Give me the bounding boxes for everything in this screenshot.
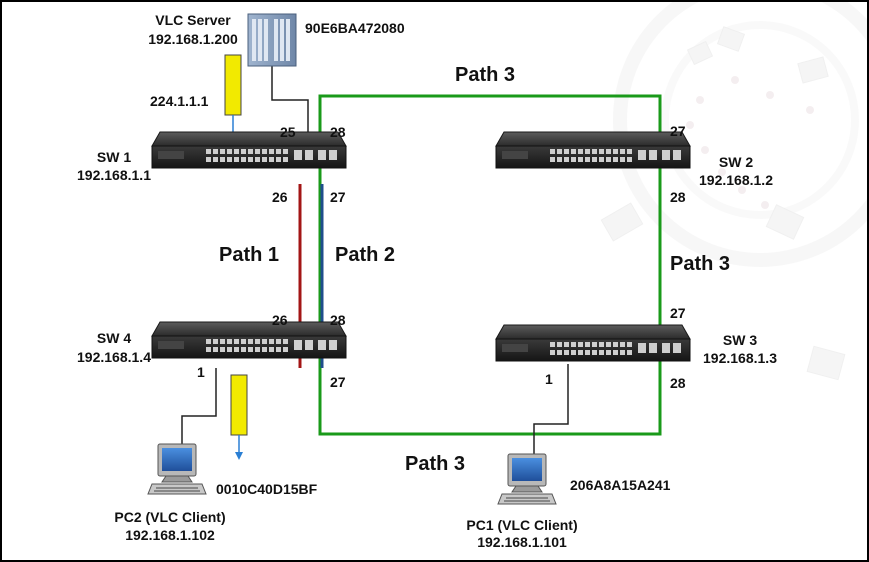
sw4-port-1: 1	[197, 364, 205, 380]
server-uplink	[271, 66, 309, 160]
sw2-port-28: 28	[670, 189, 686, 205]
path1-label: Path 1	[219, 244, 279, 266]
sw1-port-26: 26	[272, 189, 288, 205]
path3-bottom-label: Path 3	[405, 453, 465, 475]
pc2-computer-icon	[147, 443, 207, 495]
sw1-port-25: 25	[280, 124, 296, 140]
sw4-ip: 192.168.1.4	[77, 349, 151, 365]
multicast-stream-out	[230, 374, 248, 460]
sw3-port-27: 27	[670, 305, 686, 321]
switch-sw3-icon	[495, 324, 691, 362]
sw1-port-27: 27	[330, 189, 346, 205]
pc2-ip: 192.168.1.102	[125, 527, 215, 543]
sw1-port-28: 28	[330, 124, 346, 140]
sw4-port-27: 27	[330, 374, 346, 390]
multicast-stream-in	[224, 54, 242, 142]
pc2-mac: 0010C40D15BF	[216, 481, 318, 497]
vlc-server-icon	[247, 13, 297, 67]
switch-sw1-icon	[151, 131, 347, 169]
pc1-ip: 192.168.1.101	[477, 534, 567, 550]
sw3-port-1: 1	[545, 371, 553, 387]
sw1-ip: 192.168.1.1	[77, 167, 151, 183]
path3-right-label: Path 3	[670, 253, 730, 275]
sw3-port-28: 28	[670, 375, 686, 391]
pc1-computer-icon	[497, 453, 557, 505]
path3-top-label: Path 3	[455, 64, 515, 86]
sw3-ip: 192.168.1.3	[703, 350, 777, 366]
server-ip: 192.168.1.200	[148, 31, 238, 47]
sw2-ip: 192.168.1.2	[699, 172, 773, 188]
sw2-port-27: 27	[670, 123, 686, 139]
background-decoration	[600, 0, 869, 381]
sw1-name: SW 1	[97, 149, 131, 165]
sw4-port-28: 28	[330, 312, 346, 328]
switch-sw4-icon	[151, 321, 347, 359]
sw3-name: SW 3	[723, 332, 757, 348]
pc1-mac: 206A8A15A241	[570, 477, 671, 493]
pc1-link	[533, 364, 569, 454]
sw4-name: SW 4	[97, 330, 131, 346]
path2-label: Path 2	[335, 244, 395, 266]
multicast-group: 224.1.1.1	[150, 93, 209, 109]
pc2-link	[181, 368, 217, 444]
server-mac: 90E6BA472080	[305, 20, 405, 36]
switch-sw2-icon	[495, 131, 691, 169]
sw2-name: SW 2	[719, 154, 753, 170]
pc1-name: PC1 (VLC Client)	[466, 517, 577, 533]
pc2-name: PC2 (VLC Client)	[114, 509, 225, 525]
server-title: VLC Server	[155, 12, 231, 28]
sw4-port-26: 26	[272, 312, 288, 328]
path3-ring	[318, 94, 662, 436]
